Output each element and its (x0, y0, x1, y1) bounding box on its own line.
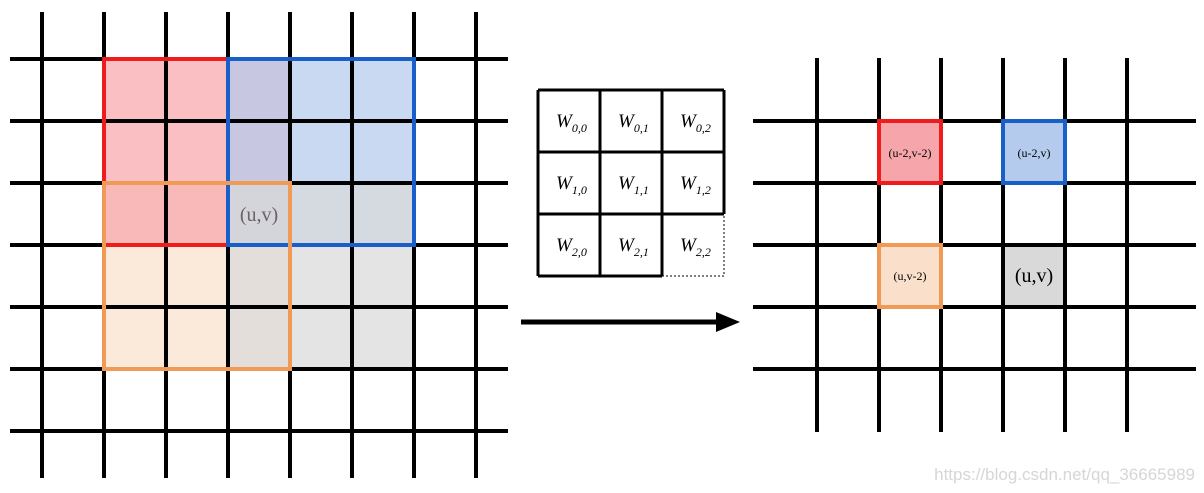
kernel-matrix: W0,0 W0,1 W0,2W1,0 W1,1 W1,2W2,0 W2,1 W2,2 (536, 88, 726, 278)
kernel-weight-2-0: W2,0 (556, 235, 587, 259)
output-label-red: (u-2,v-2) (889, 146, 932, 160)
watermark: https://blog.csdn.net/qq_36665989 (934, 465, 1195, 484)
output-cell-blue (1003, 121, 1065, 183)
output-grid-cells (879, 121, 1065, 307)
output-grid: (u-2,v-2) (u-2,v) (u,v-2) (u,v) (753, 58, 1196, 432)
right-arrow-icon (521, 312, 740, 332)
output-cell-gray (1003, 245, 1065, 307)
output-label-blue: (u-2,v) (1018, 146, 1051, 160)
kernel-weight-2-2: W2,2 (680, 235, 711, 259)
receptive-field-border-orange (102, 181, 292, 371)
kernel-weight-0-0: W0,0 (556, 111, 587, 135)
input-grid-receptive-fields (104, 59, 414, 369)
kernel-cell-dashed (661, 213, 725, 277)
output-cell-border-orange (877, 243, 943, 309)
kernel-weight-2-1: W2,1 (618, 235, 649, 259)
receptive-field-border-blue (226, 57, 416, 247)
kernel-weight-1-1: W1,1 (618, 173, 649, 197)
kernel-weight-0-1: W0,1 (618, 111, 649, 135)
output-grid-lines (753, 58, 1196, 432)
kernel-weight-1-0: W1,0 (556, 173, 587, 197)
output-label-orange: (u,v-2) (894, 269, 927, 283)
kernel-weight-1-2: W1,2 (680, 173, 711, 197)
input-grid-field-borders (102, 57, 416, 371)
output-cell-red (879, 121, 941, 183)
input-grid: (u,v) (10, 12, 508, 478)
output-cell-border-blue (1001, 119, 1067, 185)
receptive-field-gray (228, 183, 414, 369)
output-label-gray: (u,v) (1015, 265, 1053, 287)
input-center-label: (u,v) (240, 204, 278, 226)
kernel-weight-0-2: W0,2 (680, 111, 711, 135)
output-grid-cell-borders (877, 119, 1067, 309)
output-cell-border-red (877, 119, 943, 185)
output-cell-orange (879, 245, 941, 307)
